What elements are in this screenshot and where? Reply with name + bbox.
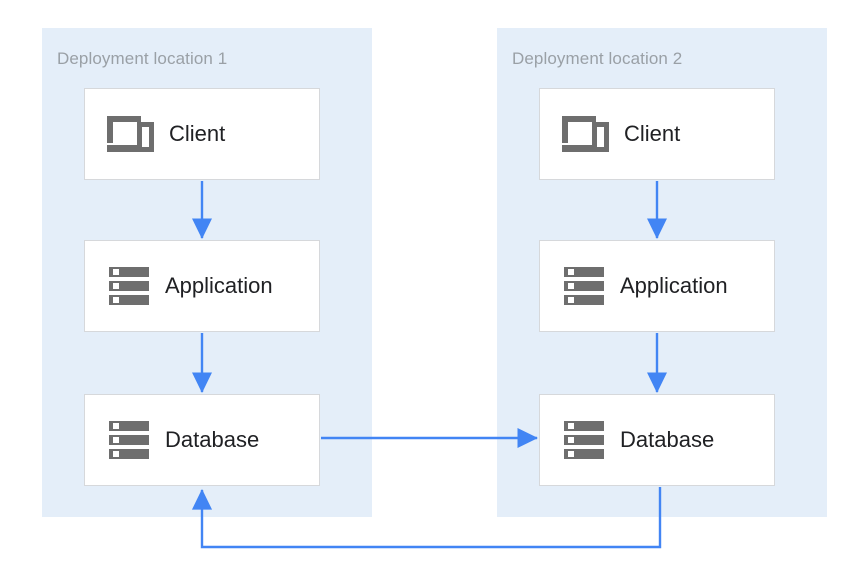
client-devices-icon: [107, 114, 155, 154]
server-stack-icon: [562, 266, 606, 306]
node-application-2[interactable]: Application: [539, 240, 775, 332]
server-stack-icon: [562, 420, 606, 460]
node-client-1[interactable]: Client: [84, 88, 320, 180]
node-label-application-2: Application: [620, 273, 728, 298]
zone-label-deployment-location-1: Deployment location 1: [57, 49, 228, 68]
node-label-database-1: Database: [165, 427, 260, 452]
client-devices-icon: [562, 114, 610, 154]
server-stack-icon: [107, 420, 151, 460]
node-application-1[interactable]: Application: [84, 240, 320, 332]
node-label-client-2: Client: [624, 121, 681, 146]
node-database-1[interactable]: Database: [84, 394, 320, 486]
node-database-2[interactable]: Database: [539, 394, 775, 486]
node-label-database-2: Database: [620, 427, 715, 452]
node-label-application-1: Application: [165, 273, 273, 298]
node-client-2[interactable]: Client: [539, 88, 775, 180]
server-stack-icon: [107, 266, 151, 306]
zone-label-deployment-location-2: Deployment location 2: [512, 49, 683, 68]
node-label-client-1: Client: [169, 121, 226, 146]
